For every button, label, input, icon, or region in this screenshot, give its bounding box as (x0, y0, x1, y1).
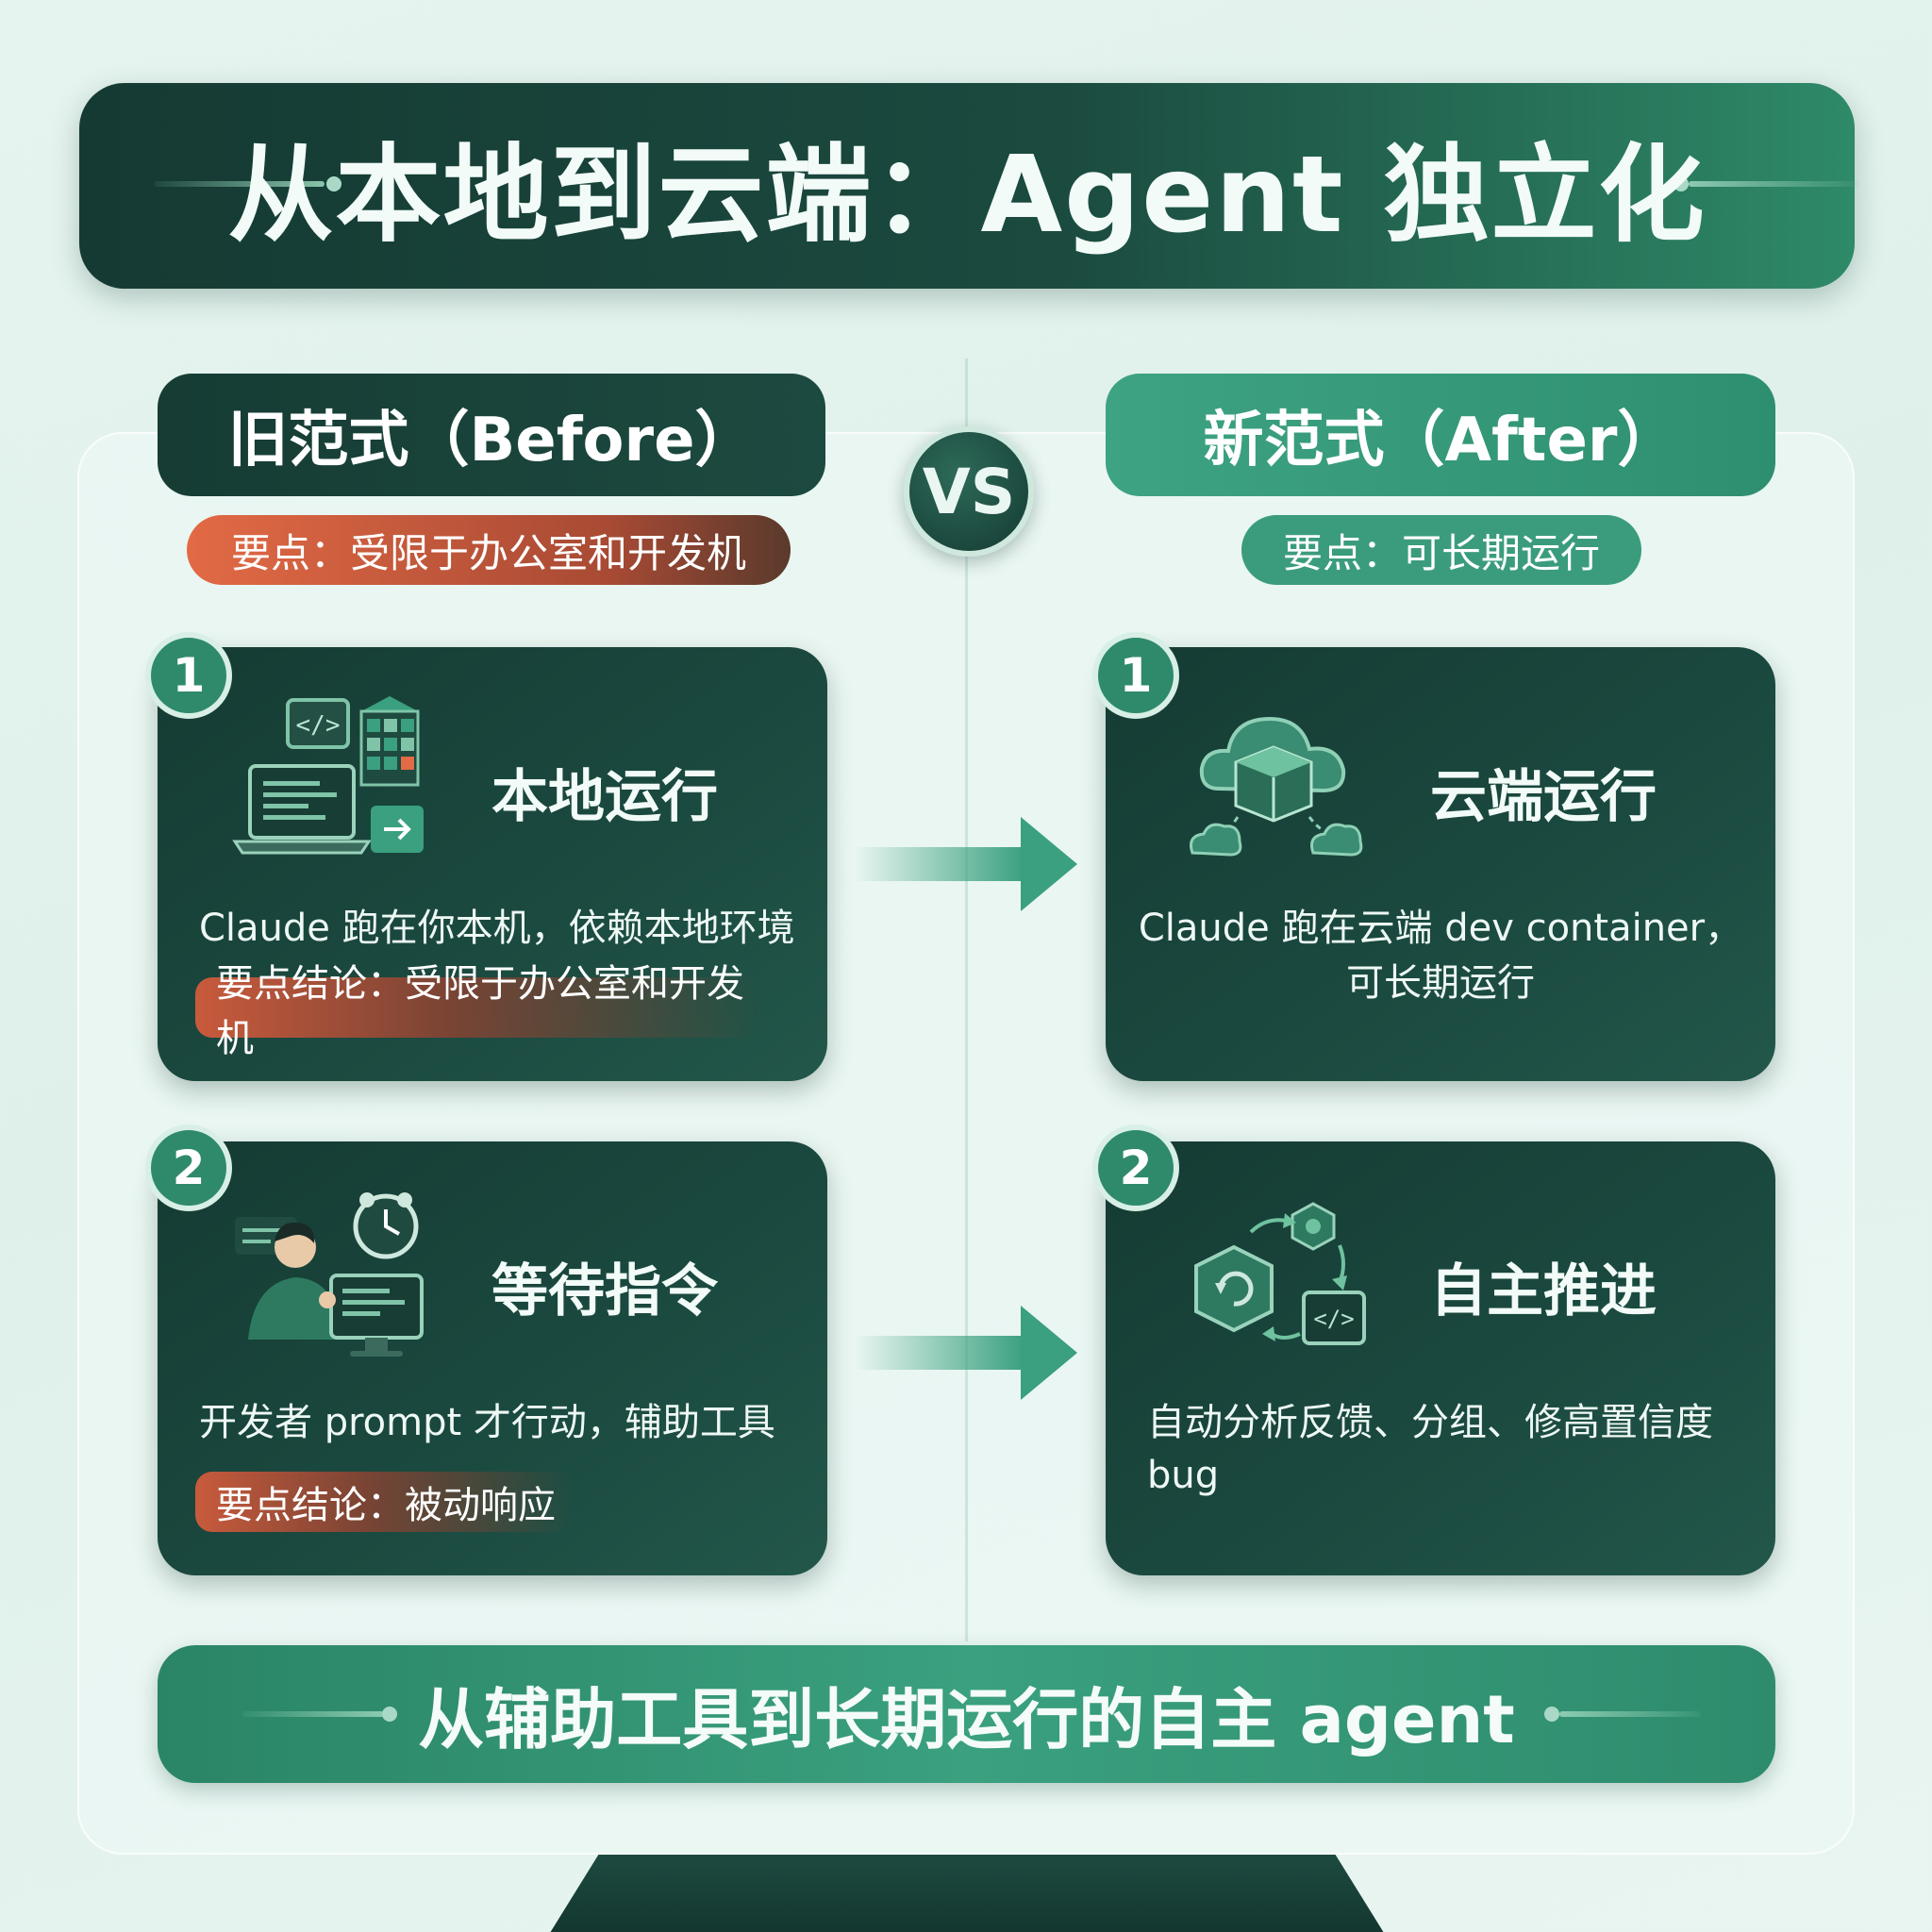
after-card-2: </> 自主推进 自动分析反馈、分组、修高置信度 bug (1106, 1141, 1775, 1575)
after-card-1-badge: 1 (1092, 632, 1179, 719)
summary-banner: 从辅助工具到长期运行的自主 agent (158, 1645, 1775, 1783)
after-card-1-desc-line2: 可长期运行 (1346, 961, 1535, 1005)
after-card-2-desc-line2: bug (1147, 1454, 1220, 1497)
before-card-2-title: 等待指令 (491, 1258, 718, 1324)
arrow-right-icon (855, 817, 1081, 911)
after-card-2-badge: 2 (1092, 1124, 1179, 1211)
after-key-point: 要点：可长期运行 (1241, 515, 1641, 585)
before-card-2-desc: 开发者 prompt 才行动，辅助工具 (199, 1401, 775, 1444)
developer-clock-icon (229, 1189, 437, 1368)
bottom-base-shape (528, 1855, 1406, 1932)
svg-text:</>: </> (1313, 1306, 1354, 1332)
before-card-1-badge: 1 (145, 632, 232, 719)
vs-badge: VS (904, 426, 1034, 557)
before-header: 旧范式（Before） (158, 374, 825, 496)
title-deco-line-right (1689, 181, 1858, 187)
before-card-2-conclusion: 要点结论：被动响应 (195, 1472, 573, 1532)
summary-deco-dot-right (1544, 1707, 1559, 1722)
after-card-1: 云端运行 Claude 跑在云端 dev container， 可长期运行 (1106, 647, 1775, 1081)
before-card-1-title: 本地运行 (491, 764, 718, 830)
laptop-code-grid-icon: </> (229, 694, 437, 874)
before-card-1: </> 本地运行 Claude 跑在你本机，依赖本地环境 要点结论：受限于办公室… (158, 647, 827, 1081)
before-card-2-badge: 2 (145, 1124, 232, 1211)
summary-text: 从辅助工具到长期运行的自主 agent (418, 1680, 1515, 1758)
before-key-point: 要点：受限于办公室和开发机 (187, 515, 791, 585)
svg-text:</>: </> (296, 711, 341, 740)
summary-deco-line-right (1559, 1711, 1701, 1717)
center-divider (965, 358, 968, 1641)
title-deco-line-left (155, 181, 325, 187)
after-card-1-desc-line1: Claude 跑在云端 dev container， (1138, 907, 1743, 950)
autonomous-cycle-icon: </> (1181, 1189, 1389, 1368)
before-card-1-conclusion: 要点结论：受限于办公室和开发机 (195, 962, 761, 1060)
before-card-1-desc: Claude 跑在你本机，依赖本地环境 (199, 907, 795, 950)
page-title: 从本地到云端：Agent 独立化 (227, 134, 1707, 257)
before-card-2: 等待指令 开发者 prompt 才行动，辅助工具 要点结论：被动响应 (158, 1141, 827, 1575)
title-banner: 从本地到云端：Agent 独立化 (79, 83, 1858, 289)
title-deco-dot-right (1674, 176, 1689, 192)
summary-deco-line-left (242, 1711, 384, 1717)
after-card-2-desc-line1: 自动分析反馈、分组、修高置信度 (1147, 1401, 1713, 1444)
title-deco-dot-left (326, 176, 341, 192)
after-card-2-title: 自主推进 (1430, 1258, 1657, 1324)
arrow-right-icon (855, 1306, 1081, 1400)
cloud-container-icon (1181, 694, 1389, 874)
after-header: 新范式（After） (1106, 374, 1775, 496)
summary-deco-dot-left (382, 1707, 397, 1722)
after-card-1-title: 云端运行 (1430, 764, 1657, 830)
